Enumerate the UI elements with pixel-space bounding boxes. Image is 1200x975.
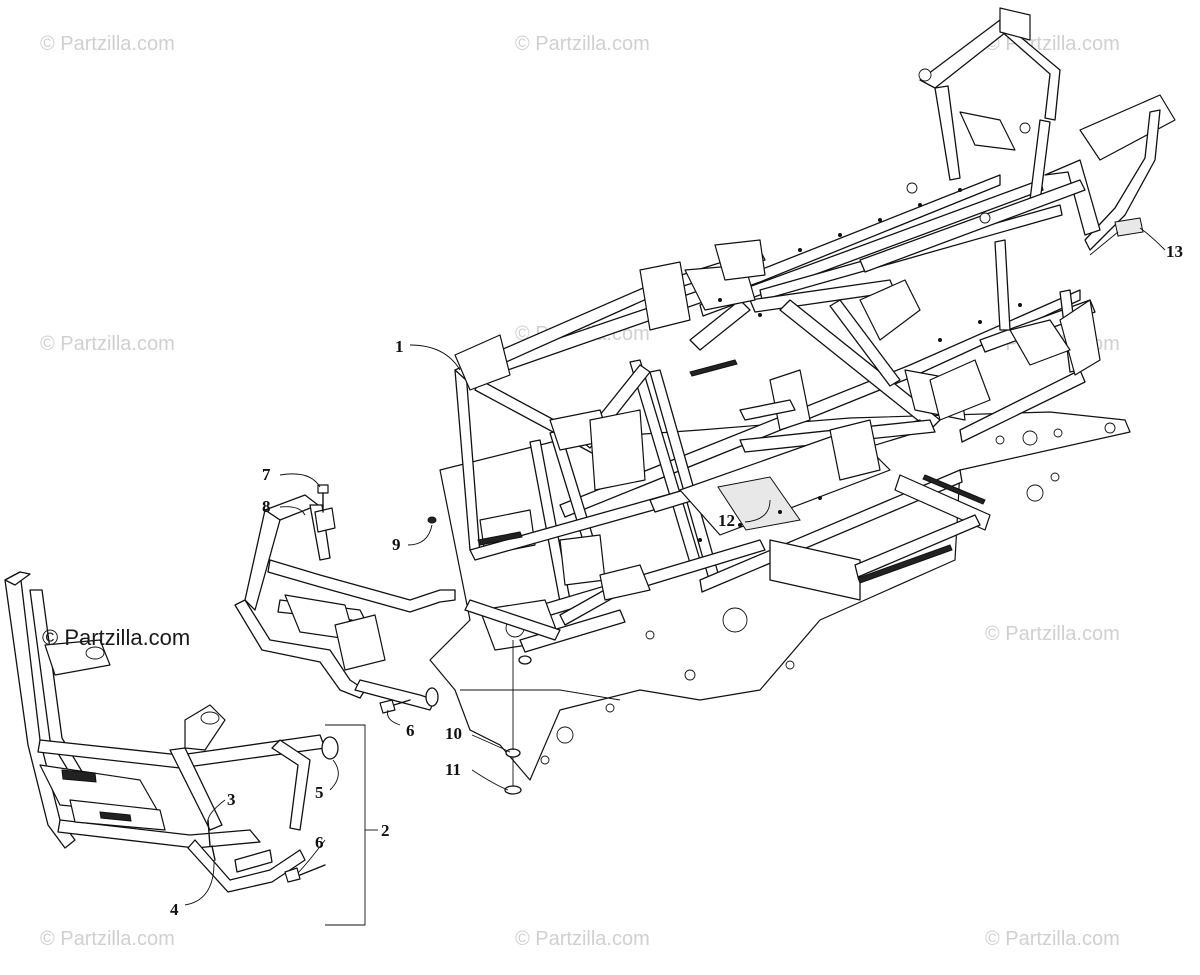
callout-13: 13: [1166, 242, 1183, 261]
watermark-top-right: © Partzilla.com: [985, 33, 1120, 55]
callout-8: 8: [262, 497, 271, 516]
callout-7: 7: [262, 465, 271, 484]
front-subframe: [234, 494, 456, 711]
callout-9: 9: [392, 535, 401, 554]
main-frame: [454, 7, 1176, 653]
callout-2: 2: [381, 821, 390, 840]
watermark-top-center: © Partzilla.com: [515, 33, 650, 55]
decal-13: [1114, 217, 1144, 237]
callout-11: 11: [445, 760, 461, 779]
watermark-mid-left: © Partzilla.com: [40, 333, 175, 355]
leader-lines: [184, 227, 1166, 926]
callout-4: 4: [170, 900, 179, 919]
watermark-featured: © Partzilla.com: [42, 625, 190, 650]
callout-6-upper: 6: [406, 721, 415, 740]
foam-pad-12: [717, 476, 801, 531]
callout-3: 3: [227, 790, 236, 809]
callout-6-lower: 6: [315, 833, 324, 852]
watermark-bottom-center: © Partzilla.com: [515, 928, 650, 950]
callout-5: 5: [315, 783, 324, 802]
callout-12: 12: [718, 511, 735, 530]
callout-labels: 1 2 3 4 5 6 6 7 8 9 10 11 12 13: [170, 242, 1183, 919]
hardware: [207, 484, 532, 883]
watermark-lower-right: © Partzilla.com: [985, 623, 1120, 645]
watermark-bottom-left: © Partzilla.com: [40, 928, 175, 950]
callout-1: 1: [395, 337, 404, 356]
watermark-bottom-right: © Partzilla.com: [985, 928, 1120, 950]
watermark-top-left: © Partzilla.com: [40, 33, 175, 55]
frame-rivets: [698, 188, 1022, 542]
callout-10: 10: [445, 724, 462, 743]
skid-plate-holes: [540, 422, 1116, 765]
front-bumper: [4, 571, 339, 893]
